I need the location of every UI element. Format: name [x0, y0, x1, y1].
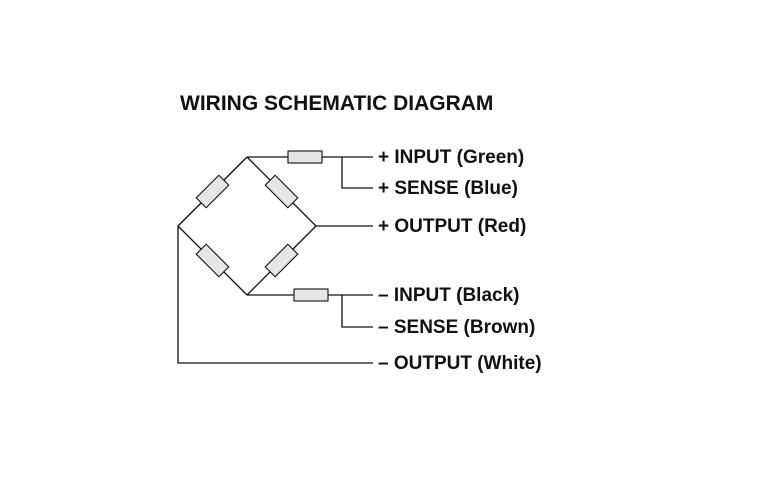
resistor-bottom-right: [264, 243, 299, 278]
resistor-plus-input: [287, 150, 323, 164]
bridge-wires: [177, 156, 317, 296]
label-minus-input: – INPUT (Black): [378, 285, 519, 306]
diagram-title: WIRING SCHEMATIC DIAGRAM: [180, 92, 493, 115]
resistor-top-left: [195, 174, 230, 209]
plus-input-wiring: [247, 150, 373, 189]
label-minus-output: – OUTPUT (White): [378, 353, 542, 374]
resistor-minus-input: [293, 288, 329, 302]
resistor-top-right: [264, 174, 299, 209]
wire-minus-output: [177, 226, 373, 364]
bridge-resistors: [195, 174, 299, 278]
label-plus-input: + INPUT (Green): [378, 147, 524, 168]
resistor-bottom-left: [195, 243, 230, 278]
label-plus-sense: + SENSE (Blue): [378, 178, 518, 199]
terminal-labels: + INPUT (Green) + SENSE (Blue) + OUTPUT …: [378, 147, 542, 374]
minus-input-wiring: [247, 288, 373, 328]
label-plus-output: + OUTPUT (Red): [378, 216, 526, 237]
wire-plus-sense: [341, 157, 373, 189]
label-minus-sense: – SENSE (Brown): [378, 317, 535, 338]
wire-minus-sense: [341, 295, 373, 328]
